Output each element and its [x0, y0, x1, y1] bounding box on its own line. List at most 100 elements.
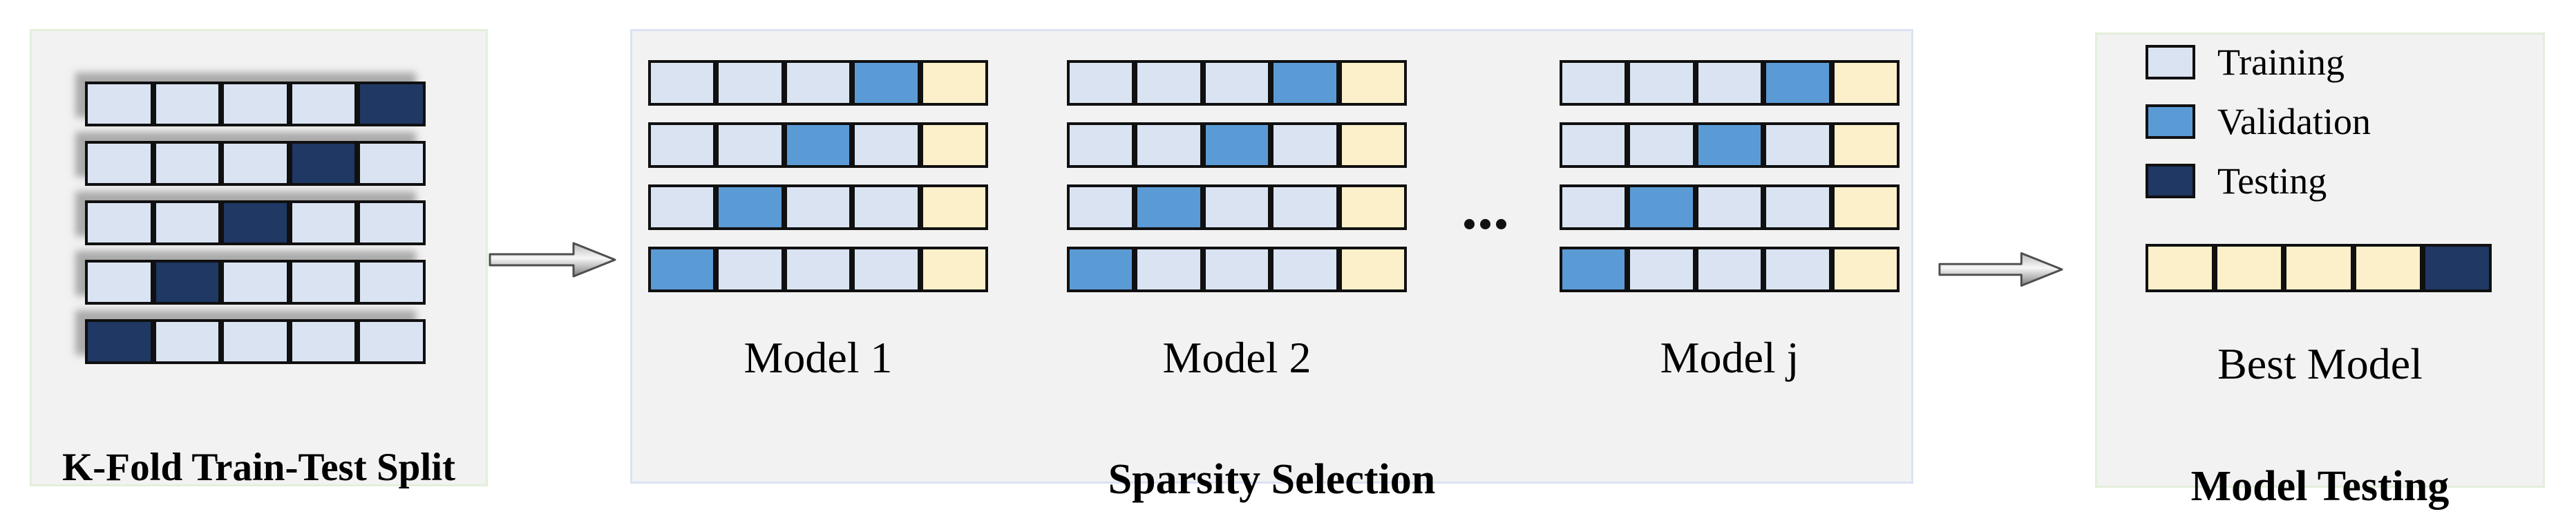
training-cell [1763, 122, 1832, 168]
validation-cell [1067, 247, 1135, 292]
training-cell [1202, 247, 1271, 292]
final-cell [2215, 244, 2284, 292]
fold-row [648, 60, 989, 106]
model-2-label: Model 2 [1162, 333, 1311, 382]
testing-cell [153, 260, 222, 305]
training-cell [852, 122, 920, 168]
training-cell [357, 319, 426, 364]
model-1-grid [648, 60, 989, 292]
training-cell [1627, 247, 1696, 292]
fold-row [1560, 60, 1900, 106]
training-cell [1627, 60, 1696, 106]
final-cell [1831, 247, 1900, 292]
fold-row [85, 260, 426, 305]
training-cell [1627, 122, 1696, 168]
training-cell [153, 319, 222, 364]
fold-row [85, 82, 426, 126]
validation-cell [852, 60, 920, 106]
training-cell [153, 82, 222, 126]
legend-label: Validation [2217, 101, 2371, 142]
training-cell [221, 82, 290, 126]
final-cell [2146, 244, 2215, 292]
final-cell [1831, 122, 1900, 168]
training-cell [1763, 184, 1832, 230]
legend-item-training: Training [2146, 44, 2371, 81]
model-2-grid [1067, 60, 1408, 292]
final-cell [1338, 122, 1408, 168]
fold-row [1067, 247, 1408, 292]
testing-cell [357, 82, 426, 126]
fold-row [1067, 122, 1408, 168]
training-cell [1271, 122, 1339, 168]
testing-cell [85, 319, 153, 364]
fold-row [1560, 247, 1900, 292]
training-cell [1135, 60, 1203, 106]
final-cell [1831, 60, 1900, 106]
kfold-panel: K-Fold Train-Test Split [30, 29, 488, 489]
validation-cell [716, 184, 784, 230]
training-cell [648, 60, 717, 106]
legend-label: Testing [2217, 160, 2327, 202]
testing-swatch-icon [2146, 164, 2195, 198]
model-testing-panel: Training Validation Testing Best Model M… [2095, 32, 2545, 510]
training-cell [1271, 247, 1339, 292]
best-model-label: Best Model [2217, 339, 2423, 388]
dot [1479, 219, 1490, 229]
training-cell [85, 82, 153, 126]
fold-row [648, 122, 989, 168]
validation-cell [1627, 184, 1696, 230]
best-model-grid [2146, 244, 2492, 292]
training-cell [85, 260, 153, 305]
fold-row [1560, 122, 1900, 168]
training-cell [357, 200, 426, 245]
legend-item-testing: Testing [2146, 160, 2371, 202]
legend: Training Validation Testing [2146, 44, 2371, 202]
training-cell [1067, 122, 1135, 168]
validation-cell [1135, 184, 1203, 230]
right-arrow-icon [1938, 252, 2063, 287]
kfold-title: K-Fold Train-Test Split [61, 446, 456, 490]
training-swatch-icon [2146, 45, 2195, 79]
kfold-grid [85, 82, 426, 364]
model-j-grid [1560, 60, 1900, 292]
training-cell [289, 82, 358, 126]
fold-row [2146, 244, 2492, 292]
fold-row [1067, 184, 1408, 230]
validation-cell [1202, 122, 1271, 168]
final-cell [1831, 184, 1900, 230]
training-cell [784, 184, 853, 230]
validation-cell [1560, 247, 1628, 292]
sparsity-title: Sparsity Selection [1108, 456, 1436, 504]
final-cell [920, 247, 989, 292]
legend-item-validation: Validation [2146, 101, 2371, 142]
training-cell [852, 247, 920, 292]
sparsity-panel: Model 1 Model 2 Model j Sparsity Selecti… [630, 29, 1913, 503]
training-cell [1135, 122, 1203, 168]
fold-row [648, 184, 989, 230]
fold-row [85, 200, 426, 245]
training-cell [85, 141, 153, 186]
validation-swatch-icon [2146, 104, 2195, 139]
training-cell [1202, 60, 1271, 106]
training-cell [1560, 122, 1628, 168]
testing-cell [289, 141, 358, 186]
final-cell [2284, 244, 2354, 292]
model-1-group: Model 1 [648, 31, 989, 482]
training-cell [1763, 247, 1832, 292]
training-cell [1695, 60, 1764, 106]
training-cell [289, 260, 358, 305]
training-cell [221, 319, 290, 364]
validation-cell [1763, 60, 1832, 106]
model-2-group: Model 2 [1067, 31, 1408, 482]
final-cell [920, 184, 989, 230]
right-arrow-icon [489, 242, 616, 278]
training-cell [648, 122, 717, 168]
training-cell [852, 184, 920, 230]
training-cell [1067, 184, 1135, 230]
final-cell [920, 60, 989, 106]
final-cell [1338, 184, 1408, 230]
testing-cell [221, 200, 290, 245]
model-j-label: Model j [1660, 333, 1799, 382]
training-cell [716, 247, 784, 292]
